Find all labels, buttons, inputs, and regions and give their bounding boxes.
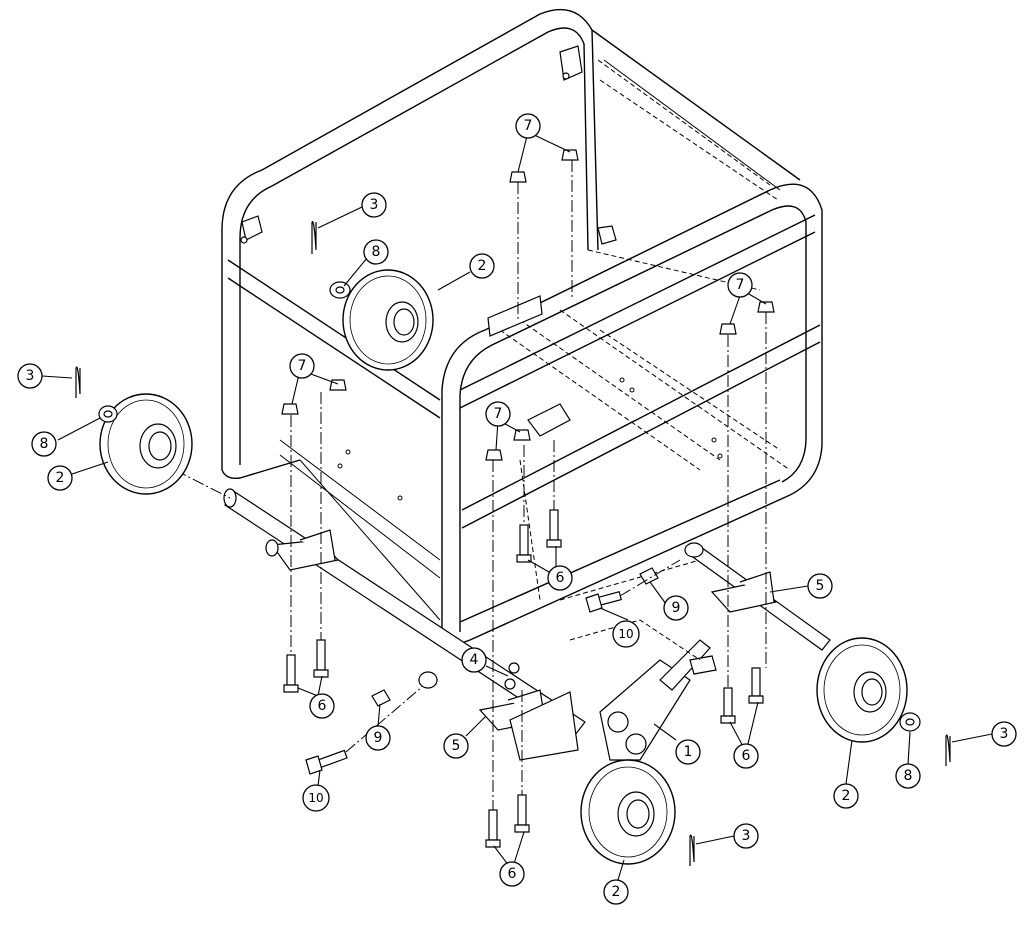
svg-text:3: 3 [370, 197, 379, 213]
callout-7: 7 [289, 353, 315, 379]
callout-6: 6 [499, 861, 525, 887]
svg-text:7: 7 [298, 358, 307, 374]
bolts-and-nuts [265, 149, 775, 848]
callout-3: 3 [991, 721, 1017, 747]
callout-3: 3 [361, 192, 387, 218]
callout-2: 2 [603, 879, 629, 905]
svg-text:6: 6 [318, 698, 327, 714]
svg-text:7: 7 [494, 406, 503, 422]
callout-10: 10 [302, 784, 330, 812]
svg-text:5: 5 [816, 578, 825, 594]
svg-text:2: 2 [478, 258, 487, 274]
cotter-pin-left [75, 366, 81, 398]
callout-2: 2 [833, 783, 859, 809]
callout-7: 7 [485, 401, 511, 427]
callout-5: 5 [807, 573, 833, 599]
wheel-front-left [99, 393, 193, 495]
svg-text:2: 2 [842, 788, 851, 804]
wheel-back-left [329, 269, 434, 371]
callout-3: 3 [733, 823, 759, 849]
cotter-pin-right [945, 734, 951, 766]
callout-7: 7 [515, 113, 541, 139]
washer-right [899, 712, 921, 732]
svg-text:8: 8 [372, 244, 381, 260]
svg-text:2: 2 [612, 884, 621, 900]
callout-4: 4 [461, 647, 487, 673]
callout-1: 1 [675, 739, 701, 765]
handle-bracket [509, 619, 717, 761]
svg-text:10: 10 [308, 791, 323, 805]
svg-text:8: 8 [40, 436, 49, 452]
callout-5: 5 [443, 733, 469, 759]
svg-text:4: 4 [470, 652, 479, 668]
svg-text:8: 8 [904, 768, 913, 784]
generator-frame [221, 8, 823, 645]
callout-9: 9 [663, 595, 689, 621]
svg-text:2: 2 [56, 470, 65, 486]
svg-text:3: 3 [26, 368, 35, 384]
svg-text:6: 6 [508, 866, 517, 882]
callout-2: 2 [47, 465, 73, 491]
svg-text:9: 9 [672, 600, 681, 616]
svg-text:7: 7 [524, 118, 533, 134]
callout-10: 10 [612, 620, 640, 648]
cotter-pin-back [311, 220, 317, 254]
svg-text:3: 3 [1000, 726, 1009, 742]
callout-6: 6 [547, 565, 573, 591]
callout-2: 2 [469, 253, 495, 279]
cotter-pin-bottom [689, 834, 695, 866]
svg-text:3: 3 [742, 828, 751, 844]
svg-text:1: 1 [684, 744, 693, 760]
svg-text:6: 6 [556, 570, 565, 586]
callout-8: 8 [31, 431, 57, 457]
callout-leaders [41, 131, 993, 881]
callout-7: 7 [727, 272, 753, 298]
callout-8: 8 [363, 239, 389, 265]
svg-text:6: 6 [742, 748, 751, 764]
callout-3: 3 [17, 363, 43, 389]
wheel-front-center [580, 759, 676, 865]
callout-6: 6 [733, 743, 759, 769]
callout-9: 9 [365, 725, 391, 751]
svg-text:10: 10 [618, 627, 633, 641]
base-holes [337, 377, 723, 501]
washer-left [98, 405, 118, 423]
callout-8: 8 [895, 763, 921, 789]
svg-text:5: 5 [452, 738, 461, 754]
svg-text:9: 9 [374, 730, 383, 746]
wheel-front-right [816, 637, 908, 743]
svg-text:7: 7 [736, 277, 745, 293]
callout-6: 6 [309, 693, 335, 719]
